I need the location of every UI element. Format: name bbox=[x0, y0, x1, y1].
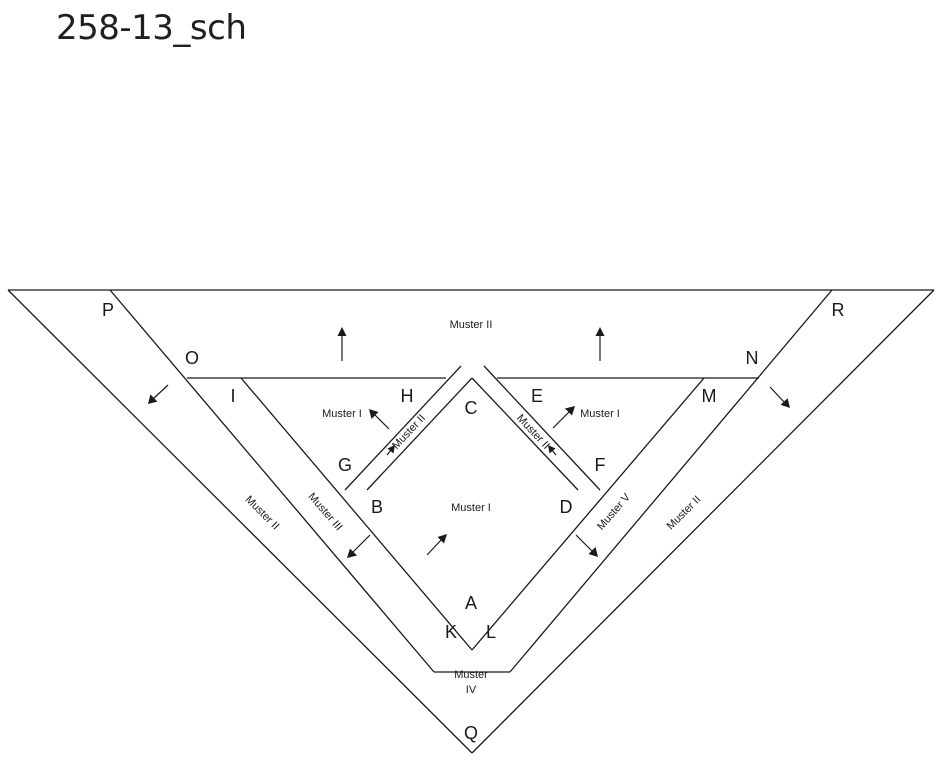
point-label-c: C bbox=[465, 398, 478, 418]
point-label-b: B bbox=[371, 497, 383, 517]
pattern-label-top-band: Muster II bbox=[450, 319, 493, 331]
page-title: 258-13_sch bbox=[56, 8, 247, 48]
arrow-northwest-right-strip-icon bbox=[548, 445, 557, 456]
right-strip-outer-edge bbox=[471, 377, 705, 651]
diamond-inner-left bbox=[366, 377, 473, 491]
point-label-o: O bbox=[185, 348, 199, 368]
point-label-a: A bbox=[465, 593, 477, 613]
left-band-inner-edge bbox=[109, 289, 435, 673]
outer-outline bbox=[7, 289, 935, 754]
pattern-label-bottom-line2: IV bbox=[466, 684, 477, 696]
pattern-label-right-mid-strip: Muster V bbox=[595, 491, 633, 533]
arrow-up-right-icon bbox=[595, 327, 605, 361]
pattern-label-center-square: Muster I bbox=[451, 502, 491, 514]
point-labels: P R O N I H E M C G F B D A K L Q bbox=[102, 300, 845, 743]
diamond-outer-right bbox=[483, 365, 601, 491]
diamond-outer-left bbox=[344, 365, 462, 491]
arrow-southwest-mid-strip-icon bbox=[347, 534, 371, 558]
point-label-d: D bbox=[560, 497, 573, 517]
point-label-i: I bbox=[230, 386, 235, 406]
point-label-g: G bbox=[338, 455, 352, 475]
outline-right-edge bbox=[471, 289, 935, 754]
arrow-down-left-icon bbox=[148, 384, 169, 404]
direction-arrows bbox=[148, 327, 790, 558]
arrow-northeast-right-triangle-icon bbox=[552, 406, 575, 429]
outline-left-edge bbox=[7, 289, 473, 754]
pattern-labels: Muster II Muster I Muster I Muster I Mus… bbox=[243, 319, 704, 696]
point-label-k: K bbox=[445, 622, 457, 642]
pattern-label-bottom-line1: Muster bbox=[454, 669, 488, 681]
pattern-label-left-triangle: Muster I bbox=[322, 408, 362, 420]
left-strip-outer-edge bbox=[240, 377, 473, 651]
arrow-up-left-icon bbox=[337, 327, 347, 361]
middle-strip-lines bbox=[187, 377, 759, 673]
point-label-q: Q bbox=[464, 723, 478, 743]
point-label-e: E bbox=[531, 386, 543, 406]
point-label-l: L bbox=[486, 622, 496, 642]
point-label-h: H bbox=[401, 386, 414, 406]
arrow-northwest-left-triangle-icon bbox=[369, 409, 390, 430]
arrow-northeast-center-icon bbox=[426, 534, 447, 556]
point-label-m: M bbox=[702, 386, 717, 406]
diamond-inner-right bbox=[471, 377, 579, 491]
pattern-label-left-outer-band: Muster II bbox=[243, 494, 282, 533]
point-label-p: P bbox=[102, 300, 114, 320]
arrow-northeast-left-strip-icon bbox=[386, 445, 395, 456]
pattern-label-right-triangle: Muster I bbox=[580, 408, 620, 420]
arrow-down-right-icon bbox=[769, 386, 790, 408]
outer-band-lines bbox=[109, 289, 833, 673]
center-diamond bbox=[344, 365, 601, 491]
right-band-inner-edge bbox=[509, 289, 833, 673]
point-label-r: R bbox=[832, 300, 845, 320]
arrow-southeast-mid-strip-icon bbox=[575, 534, 598, 557]
point-label-f: F bbox=[595, 455, 606, 475]
point-label-n: N bbox=[746, 348, 759, 368]
